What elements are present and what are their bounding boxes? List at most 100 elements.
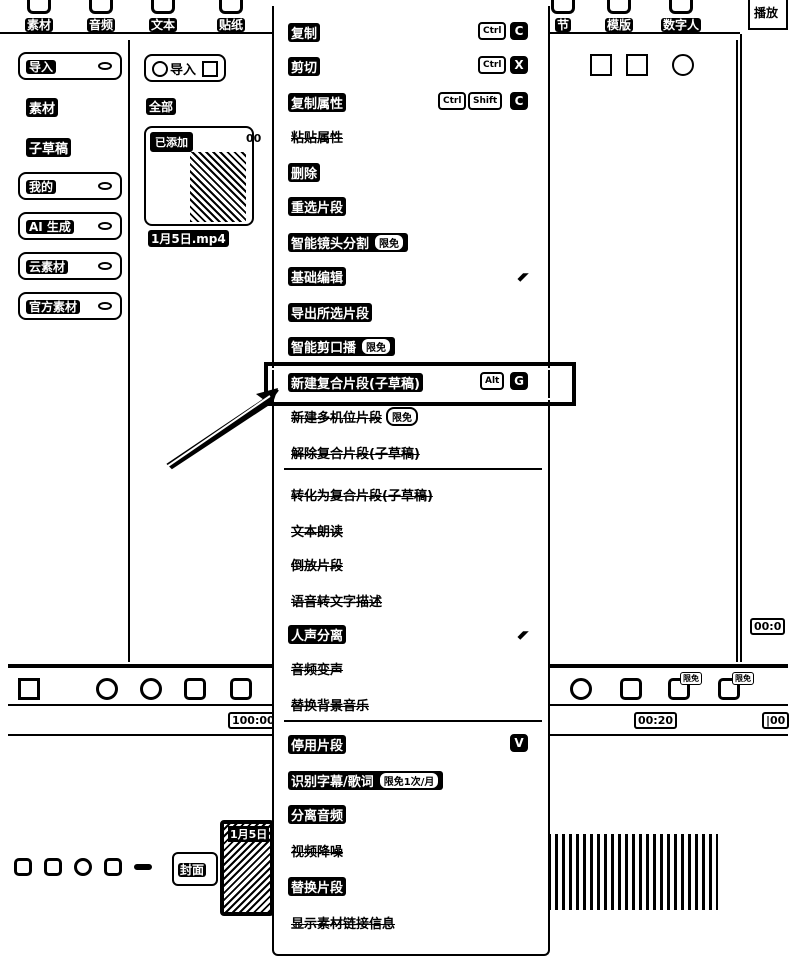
menu-item-smart-scene-split[interactable]: 智能镜头分割限免 — [274, 224, 548, 258]
nav-ai-generate[interactable]: AI 生成 — [18, 212, 122, 240]
split-left-icon[interactable] — [230, 678, 252, 700]
menu-label: 解除复合片段(子草稿) — [288, 443, 423, 462]
toolbar-transition-button[interactable]: 节 — [540, 0, 586, 34]
crop-icon[interactable] — [620, 678, 642, 700]
toolbar-template-button[interactable]: 模版 — [596, 0, 642, 34]
menu-label: 视频降噪 — [288, 841, 347, 860]
import-label: 导入 — [170, 63, 197, 78]
toolbar-digital-human-button[interactable]: 数字人 — [656, 0, 706, 34]
nav-official[interactable]: 官方素材 — [18, 292, 122, 320]
nav-subdraft[interactable]: 子草稿 — [26, 138, 72, 157]
menu-item-replace-bgm[interactable]: 替换背景音乐 — [274, 686, 548, 720]
import-button[interactable]: 导入 — [144, 54, 226, 82]
grid-view-icon[interactable] — [590, 54, 612, 76]
menu-label: 重选片段 — [288, 197, 347, 216]
transition-icon — [551, 0, 575, 14]
menu-item-vocal-separation[interactable]: 人声分离 — [274, 616, 548, 650]
toolbar-label: 文本 — [148, 18, 177, 32]
toolbar-sticker-button[interactable]: 贴纸 — [208, 0, 254, 34]
menu-text: 智能剪口播 — [291, 341, 357, 356]
highlight-box — [264, 362, 576, 406]
free-badge: 限免 — [732, 672, 754, 685]
menu-item-speech-to-text[interactable]: 语音转文字描述 — [274, 582, 548, 616]
category-all[interactable]: 全部 — [146, 98, 177, 115]
menu-item-reverse[interactable]: 倒放片段 — [274, 546, 548, 580]
nav-label: 导入 — [26, 60, 57, 74]
menu-text: 新建多机位片段 — [291, 411, 383, 426]
toolbar-audio-button[interactable]: 音频 — [78, 0, 124, 34]
free-badge: 限免 — [386, 407, 419, 426]
menu-label: 复制 — [288, 23, 321, 42]
mirror-icon[interactable] — [570, 678, 592, 700]
eye-icon[interactable] — [74, 858, 92, 876]
menu-item-replace-clip[interactable]: 替换片段 — [274, 868, 548, 902]
preview-tab[interactable]: 播放 — [748, 0, 788, 30]
select-tool-icon[interactable] — [18, 678, 40, 700]
more-icon[interactable] — [134, 864, 152, 870]
menu-item-new-multicam[interactable]: 新建多机位片段限免 — [274, 398, 548, 432]
menu-text: 识别字幕/歌词 — [291, 775, 374, 790]
menu-label: 智能剪口播限免 — [288, 337, 396, 356]
menu-label: 识别字幕/歌词限免1次/月 — [288, 771, 444, 790]
menu-item-material-link[interactable]: 显示素材链接信息 — [274, 904, 548, 938]
media-icon — [27, 0, 51, 14]
key-ctrl: Ctrl — [478, 22, 507, 40]
menu-item-voice-change[interactable]: 音频变声 — [274, 650, 548, 684]
ruler-tick: 00:20 — [634, 712, 678, 729]
toolbar-text-button[interactable]: 文本 — [140, 0, 186, 34]
cover-button[interactable]: 封面 — [172, 852, 218, 886]
menu-item-unpack-compound[interactable]: 解除复合片段(子草稿) — [274, 434, 548, 468]
nav-import[interactable]: 导入 — [18, 52, 122, 80]
menu-item-reselect[interactable]: 重选片段 — [274, 188, 548, 222]
menu-item-basic-edit[interactable]: 基础编辑 — [274, 258, 548, 292]
smart-tool-2-icon[interactable] — [718, 678, 740, 700]
menu-item-recognize-lyrics[interactable]: 识别字幕/歌词限免1次/月 — [274, 762, 548, 796]
filter-icon[interactable] — [672, 54, 694, 76]
undo-icon[interactable] — [96, 678, 118, 700]
menu-item-convert-compound[interactable]: 转化为复合片段(子草稿) — [274, 476, 548, 510]
clip-filename: 1月5日.mp4 — [148, 230, 229, 247]
menu-item-denoise[interactable]: 视频降噪 — [274, 832, 548, 866]
list-view-icon[interactable] — [626, 54, 648, 76]
menu-label: 智能镜头分割限免 — [288, 233, 409, 252]
nav-cloud[interactable]: 云素材 — [18, 252, 122, 280]
toolbar-media-button[interactable]: 素材 — [16, 0, 62, 34]
menu-separator — [284, 720, 542, 722]
menu-label: 倒放片段 — [288, 555, 347, 574]
split-icon[interactable] — [184, 678, 206, 700]
clip-duration: 00 — [246, 132, 262, 145]
clip-thumbnail — [190, 152, 246, 222]
menu-item-split-audio[interactable]: 分离音频 — [274, 796, 548, 830]
track-cover-icon[interactable] — [14, 858, 32, 876]
menu-item-delete[interactable]: 删除 — [274, 154, 548, 188]
track-controls — [14, 856, 164, 882]
menu-item-text-to-speech[interactable]: 文本朗读 — [274, 512, 548, 546]
toolbar-label: 音频 — [86, 18, 115, 32]
menu-label: 新建多机位片段限免 — [288, 407, 422, 426]
mute-icon[interactable] — [104, 858, 122, 876]
menu-item-export-selected[interactable]: 导出所选片段 — [274, 294, 548, 328]
top-toolbar: 素材 音频 文本 贴纸 节 模版 数字人 — [0, 0, 740, 34]
chevron-right-icon — [513, 624, 529, 640]
menu-item-smart-cut[interactable]: 智能剪口播限免 — [274, 328, 548, 362]
timeline-clip-frames[interactable] — [548, 834, 718, 910]
ruler-tick: |00 — [762, 712, 789, 729]
nav-mine[interactable]: 我的 — [18, 172, 122, 200]
eye-icon — [98, 302, 112, 310]
toolbar-label: 模版 — [604, 18, 633, 32]
nav-label: AI 生成 — [26, 220, 74, 234]
redo-icon[interactable] — [140, 678, 162, 700]
key-ctrl: Ctrl — [438, 92, 467, 110]
nav-label: 我的 — [26, 180, 57, 194]
media-clip-card[interactable]: 已添加 00 — [144, 126, 261, 226]
lock-icon[interactable] — [44, 858, 62, 876]
menu-item-paste-attributes[interactable]: 粘贴属性 — [274, 118, 548, 152]
nav-media[interactable]: 素材 — [26, 98, 59, 117]
smart-tool-icon[interactable] — [668, 678, 690, 700]
